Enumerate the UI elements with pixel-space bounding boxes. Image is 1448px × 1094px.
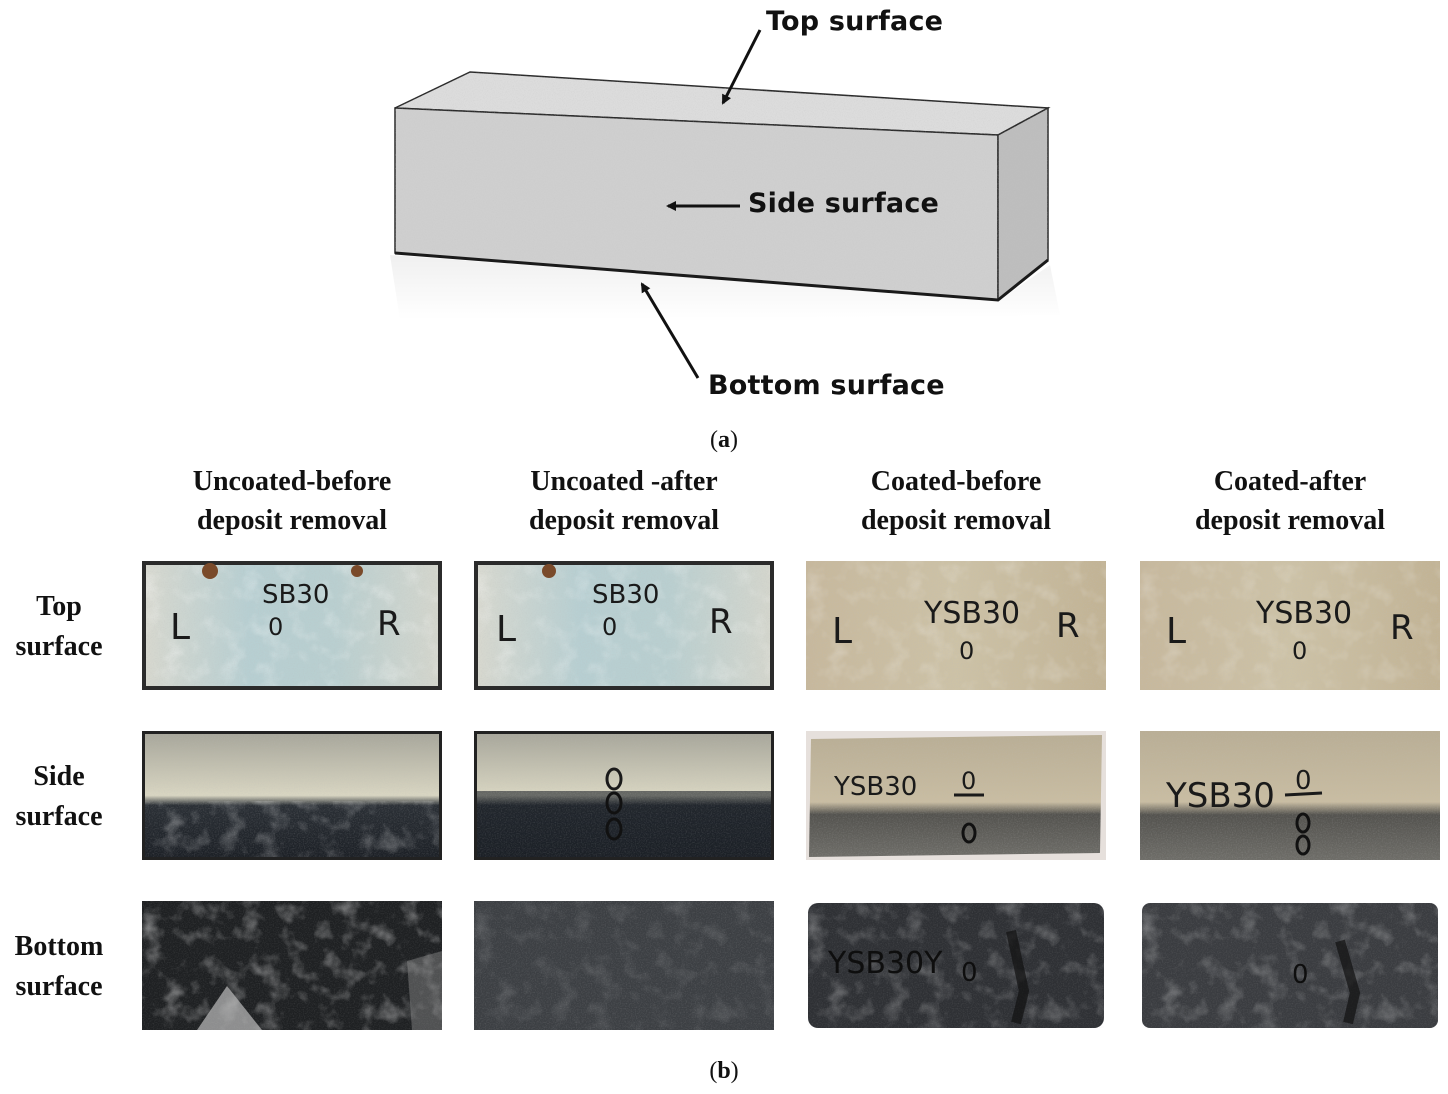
column-header-line1: Uncoated -after	[530, 466, 718, 497]
photo-coated-after-side: YSB30 0	[1140, 731, 1440, 860]
marking-0: 0	[959, 637, 974, 665]
panel-a: Top surface Side surface Bottom surface …	[0, 0, 1448, 460]
marking-0: 0	[602, 613, 617, 641]
column-header-uncoated-after: Uncoated -after deposit removal	[474, 462, 774, 540]
marking-YSB30: YSB30	[833, 772, 917, 802]
photo-coated-before-bottom: YSB30Y 0	[806, 901, 1106, 1030]
photo-uncoated-after-bottom	[474, 901, 774, 1030]
marking-0: 0	[1292, 637, 1307, 665]
photo-coated-before-side: YSB30 0	[806, 731, 1106, 860]
photo-coated-before-top: L YSB30 0 R	[806, 561, 1106, 690]
marking-0: 0	[1295, 766, 1312, 796]
top-surface-label: Top surface	[766, 6, 944, 37]
photo-coated-after-bottom: 0	[1140, 901, 1440, 1030]
row-label-line2: surface	[15, 801, 103, 832]
photo-coated-after-top: L YSB30 0 R	[1140, 561, 1440, 690]
column-header-line2: deposit removal	[1194, 505, 1386, 536]
caption-b-letter: b	[717, 1058, 731, 1084]
row-label-bottom-surface: Bottom surface	[0, 927, 118, 1007]
marking-SB30: SB30	[262, 580, 329, 610]
marking-L: L	[1166, 611, 1186, 652]
marking-SB30: SB30	[592, 580, 659, 610]
marking-L: L	[832, 611, 852, 652]
marking-0: 0	[961, 958, 978, 988]
marking-L: L	[496, 609, 516, 650]
marking-R: R	[709, 602, 733, 642]
column-header-line1: Coated-after	[1213, 466, 1367, 497]
bottom-surface-label: Bottom surface	[708, 370, 945, 401]
marking-0: 0	[268, 613, 283, 641]
row-label-line2: surface	[15, 631, 103, 662]
bottom-surface-arrow	[640, 282, 700, 379]
photo-uncoated-before-side	[142, 731, 442, 860]
marking-YSB30: YSB30	[1165, 776, 1275, 816]
marking-R: R	[1390, 608, 1414, 648]
marking-L: L	[170, 607, 190, 648]
photo-uncoated-before-top: L SB30 0 R	[142, 561, 442, 690]
top-surface-arrow	[721, 29, 762, 105]
row-label-line1: Top	[36, 591, 82, 622]
caption-b: (b)	[709, 1058, 739, 1084]
marking-0: 0	[1292, 960, 1309, 990]
row-label-line1: Side	[33, 761, 85, 792]
marking-YSB30Y: YSB30Y	[827, 946, 943, 981]
photo-uncoated-after-side	[474, 731, 774, 860]
column-header-line2: deposit removal	[528, 505, 720, 536]
column-header-line2: deposit removal	[196, 505, 388, 536]
column-header-coated-before: Coated-before deposit removal	[806, 462, 1106, 540]
marking-R: R	[377, 604, 401, 644]
callout-arrows	[640, 29, 762, 379]
row-label-line2: surface	[15, 971, 103, 1002]
marking-YSB30: YSB30	[1255, 596, 1352, 631]
caption-a-letter: a	[718, 427, 730, 453]
marking-R: R	[1056, 606, 1080, 646]
column-header-coated-after: Coated-after deposit removal	[1140, 462, 1440, 540]
caption-a: (a)	[710, 427, 738, 453]
marking-0: 0	[961, 767, 976, 795]
marking-YSB30: YSB30	[923, 596, 1020, 631]
side-surface-label: Side surface	[748, 188, 940, 219]
row-label-side-surface: Side surface	[0, 757, 118, 837]
column-header-line1: Coated-before	[870, 466, 1042, 497]
column-header-line2: deposit removal	[860, 505, 1052, 536]
photo-uncoated-before-bottom	[142, 901, 442, 1030]
row-label-top-surface: Top surface	[0, 587, 118, 667]
column-header-uncoated-before: Uncoated-before deposit removal	[142, 462, 442, 540]
photo-uncoated-after-top: L SB30 0 R	[474, 561, 774, 690]
concrete-block-illustration	[390, 71, 1060, 320]
column-header-line1: Uncoated-before	[192, 466, 392, 497]
row-label-line1: Bottom	[14, 931, 104, 962]
